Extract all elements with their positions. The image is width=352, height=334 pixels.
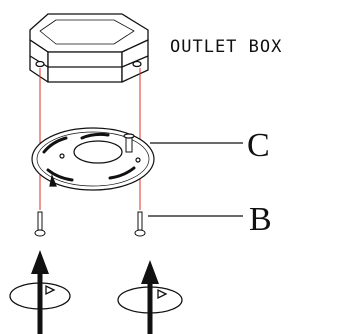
screw-label: B [249, 201, 272, 238]
rotate-clockwise-icon [117, 286, 183, 314]
bracket-label: C [247, 127, 270, 164]
outlet-box [29, 13, 149, 83]
rotate-clockwise-icon [9, 282, 71, 310]
outlet-box-label: OUTLET BOX [170, 37, 282, 57]
arrow-up-icon [141, 260, 159, 334]
screw-left [34, 211, 46, 237]
mounting-bracket [31, 127, 155, 191]
screw-right [134, 211, 146, 237]
arrow-up-icon [31, 250, 49, 334]
